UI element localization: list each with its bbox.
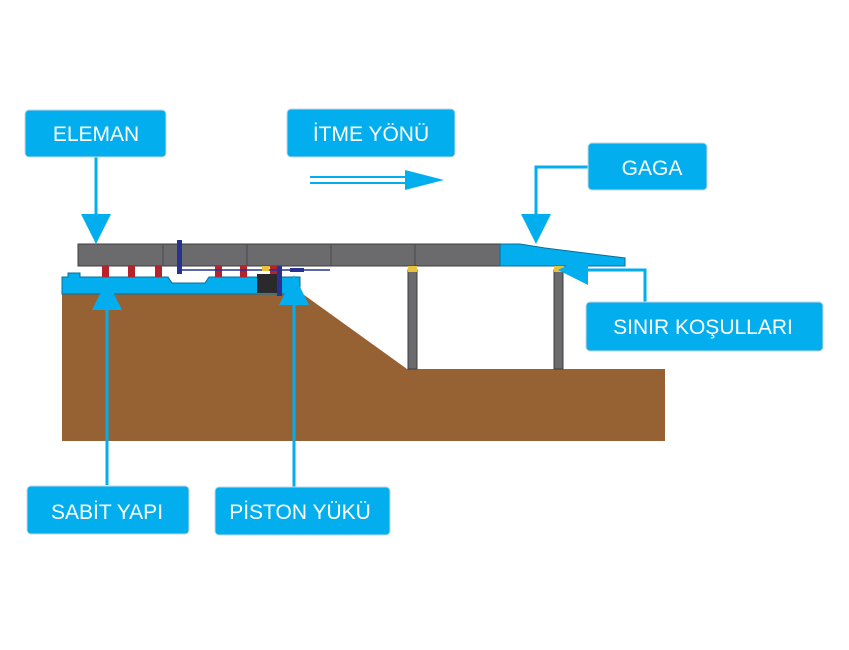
label-sabit-yapi-text: SABİT YAPI (51, 501, 163, 524)
leader-sinir-kosullari (558, 255, 647, 302)
piston-jack (257, 274, 277, 293)
label-eleman: ELEMAN (24, 109, 167, 158)
bearing-red (215, 266, 222, 277)
bearing-red (128, 266, 135, 277)
label-sinir-kosullari-text: SINIR KOŞULLARI (613, 316, 793, 339)
bearing-red (102, 266, 109, 277)
label-gaga-text: GAGA (622, 157, 683, 180)
label-eleman-text: ELEMAN (53, 123, 139, 146)
leader-gaga (521, 165, 588, 244)
push-direction-arrow (310, 170, 444, 190)
label-piston-yuku: PİSTON YÜKÜ (214, 486, 391, 536)
bearing-red (270, 266, 277, 277)
bearing-yellow (554, 266, 563, 272)
label-itme-yonu-text: İTME YÖNÜ (313, 123, 429, 146)
label-sabit-yapi: SABİT YAPI (26, 485, 190, 535)
ground-embankment (62, 292, 665, 441)
bearing-red (240, 266, 247, 277)
bearing-red (155, 266, 162, 277)
bearing-yellow (262, 266, 269, 271)
label-sinir-kosullari: SINIR KOŞULLARI (585, 301, 824, 352)
label-piston-yuku-text: PİSTON YÜKÜ (229, 501, 371, 524)
deck-element (77, 243, 501, 267)
label-gaga: GAGA (587, 142, 708, 191)
pier-2 (553, 269, 564, 370)
launching-nose (499, 243, 626, 267)
bearing-yellow (408, 266, 417, 272)
pier-1 (407, 269, 418, 370)
deck-segment-joints (162, 244, 416, 266)
label-itme-yonu: İTME YÖNÜ (286, 108, 456, 158)
bearing-blue (177, 240, 182, 274)
